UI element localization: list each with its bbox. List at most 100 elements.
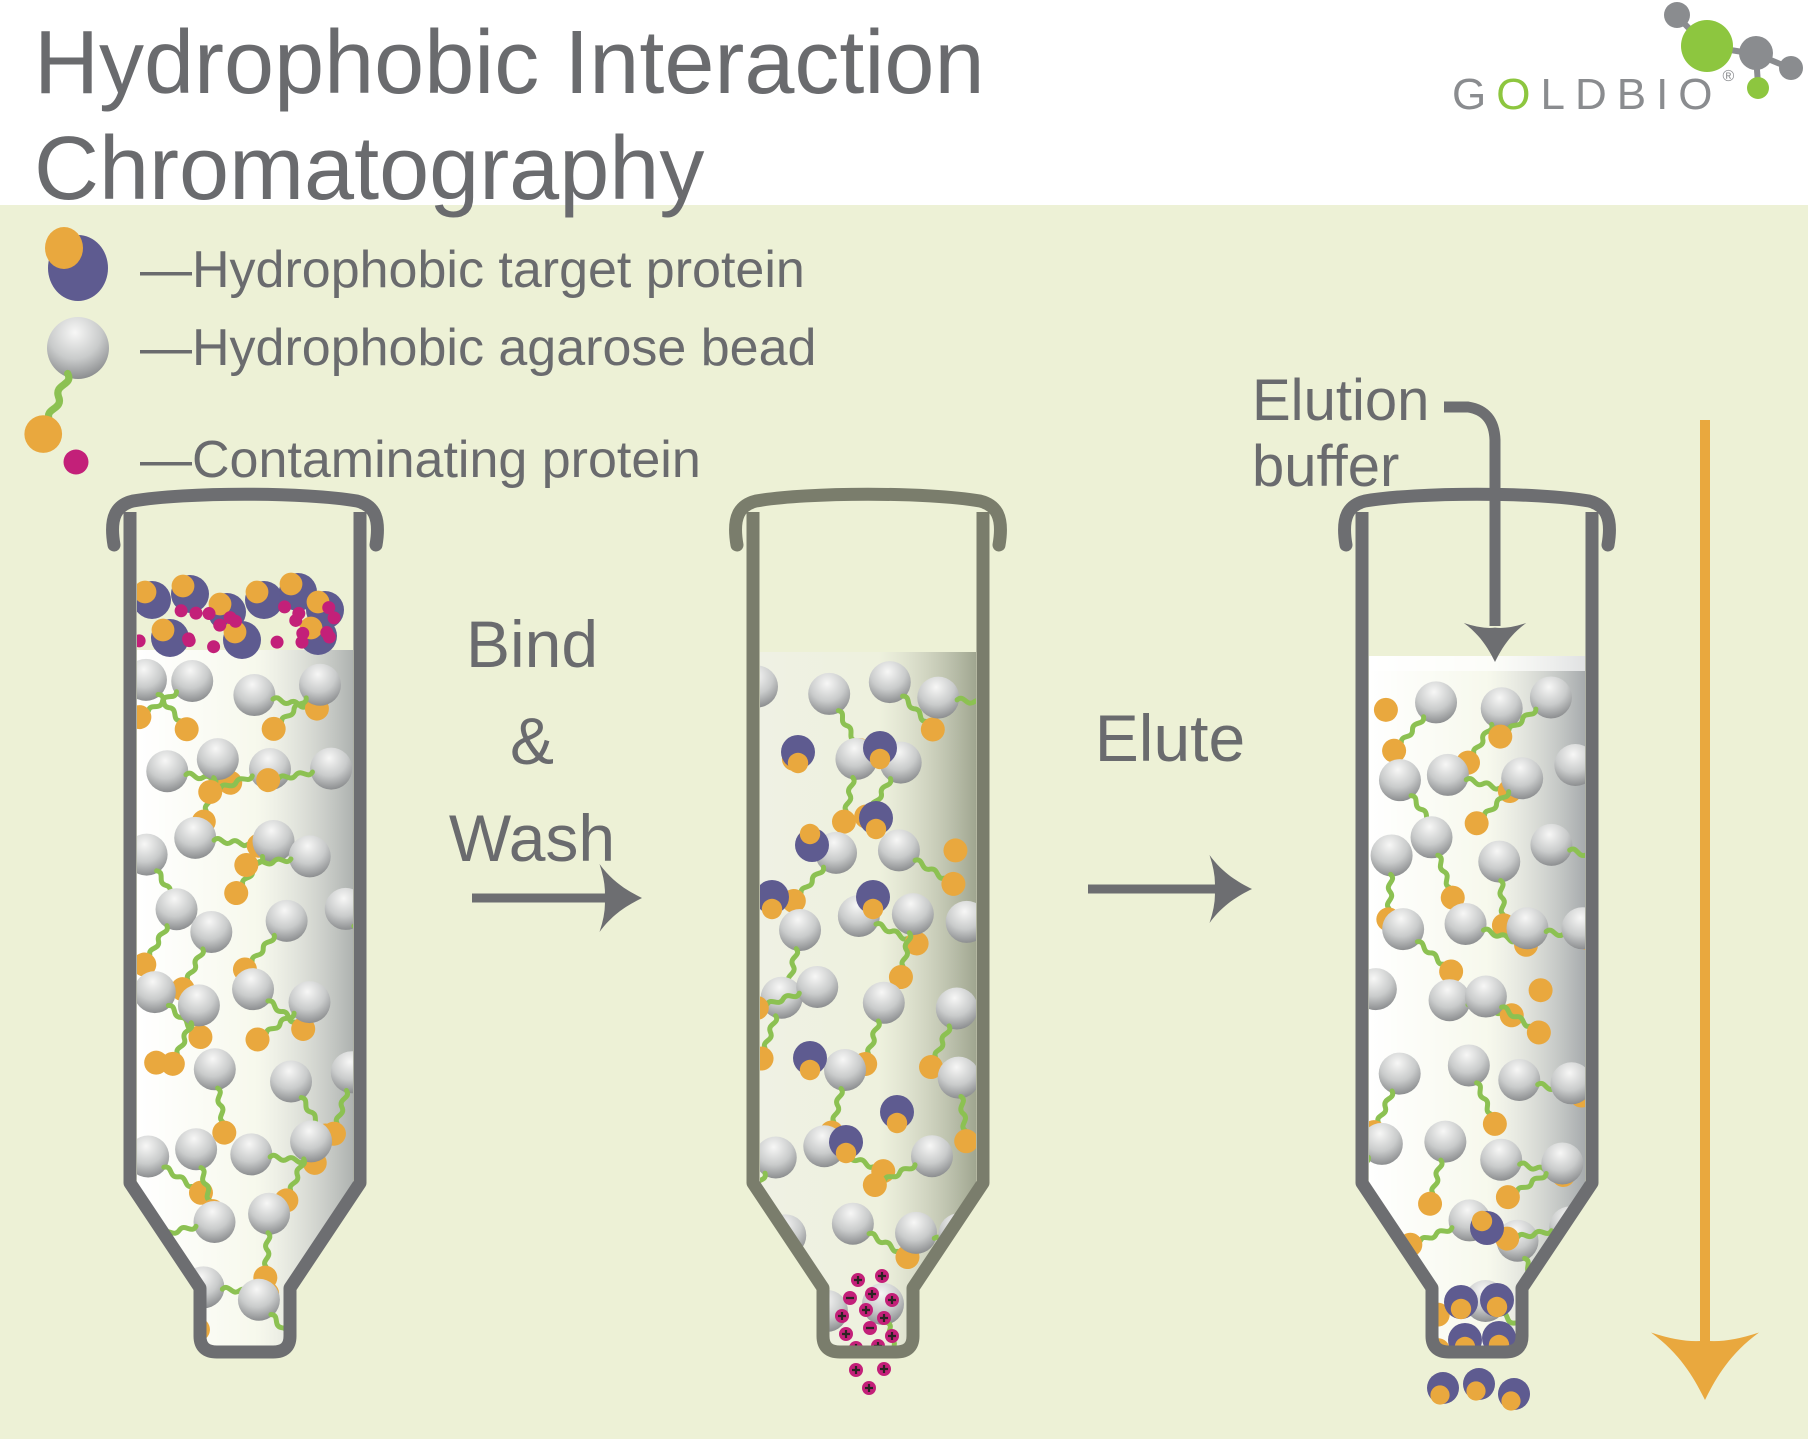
ligand-cap [760, 995, 769, 1020]
bead-ligand [760, 990, 802, 1020]
legend-label-contaminating-protein: —Contaminating protein [140, 431, 701, 489]
target-protein [1463, 1368, 1495, 1401]
contaminant-dot [137, 634, 146, 648]
agarose-bead [174, 816, 217, 859]
agarose-bead [1478, 840, 1521, 883]
logo-wordmark: GOLDBIO® [1452, 68, 1734, 120]
agarose-bead-icon [24, 317, 109, 453]
ligand-cap [1319, 1172, 1353, 1206]
bead-ligand [900, 693, 945, 742]
bead-ligand [947, 1250, 972, 1311]
contaminant-dot [859, 1303, 873, 1317]
arrowhead [1209, 855, 1252, 923]
agarose-bead [1529, 676, 1572, 719]
ligand-cap [364, 1300, 392, 1328]
agarose-bead [324, 887, 353, 930]
agarose-bead [193, 1048, 236, 1091]
contaminant-dot [885, 1329, 899, 1343]
agarose-bead [1424, 1120, 1467, 1163]
agarose-bead [270, 1060, 313, 1103]
contaminant-dot [229, 614, 243, 628]
agarose-bead [808, 672, 851, 715]
contaminant-dot [174, 604, 188, 618]
bead-ligand [918, 1023, 953, 1080]
agarose-bead [1378, 1052, 1421, 1095]
agarose-bead [760, 665, 779, 708]
ligand-cap [681, 693, 712, 724]
agarose-bead [190, 910, 233, 953]
ligand-cap [137, 952, 157, 977]
bead-ligand [681, 682, 743, 724]
contaminant-dot [202, 607, 216, 621]
contaminant-dot [296, 626, 310, 640]
target-protein [1498, 1378, 1530, 1411]
agarose-bead [1530, 823, 1573, 866]
agarose-bead [137, 971, 176, 1014]
registered-mark: ® [1722, 68, 1735, 85]
contaminant-dot [843, 1291, 857, 1305]
contaminant-dot [877, 1311, 891, 1325]
bead-ligand [198, 773, 255, 804]
agarose-bead [1369, 1294, 1405, 1337]
ligand-cap [831, 809, 856, 834]
bead-ligand [137, 923, 170, 977]
agarose-bead [330, 1051, 353, 1094]
contaminant-dot [885, 1293, 899, 1307]
ligand-cap [1307, 1009, 1340, 1042]
logo-letters: LDBIO [1540, 70, 1723, 119]
bead-ligand [760, 1170, 768, 1204]
column-outline [1355, 512, 1599, 1359]
agarose-bead [1480, 1138, 1523, 1181]
agarose-bead [177, 984, 220, 1027]
title-line-2: Chromatography [34, 119, 705, 219]
bead-ligand [330, 1300, 392, 1328]
ligand-cap [1418, 1191, 1443, 1216]
ligand-cap [1382, 738, 1407, 763]
target-protein-icon [45, 227, 108, 301]
bead-ligand [912, 857, 966, 896]
agarose-bead [1506, 907, 1549, 950]
free-ligand-dot [144, 1050, 169, 1075]
title-line-1: Hydrophobic Interaction [34, 13, 985, 113]
elution-buffer-label: Elution buffer [1252, 368, 1429, 500]
agarose-bead [248, 1192, 291, 1235]
agarose-bead [917, 676, 960, 719]
contaminant-dot [835, 1309, 849, 1323]
target-protein [1444, 1285, 1478, 1320]
agarose-bead [288, 981, 331, 1024]
ligand-cap [1599, 797, 1633, 831]
agarose-bead [760, 1273, 788, 1316]
agarose-bead [137, 833, 168, 876]
ligand-cap [1482, 1111, 1507, 1136]
ligand-cap [1605, 962, 1639, 996]
agarose-bead [910, 1135, 953, 1178]
bead-ligand [212, 1085, 237, 1145]
agarose-bead [831, 1202, 874, 1245]
agarose-bead [1410, 816, 1453, 859]
arrowhead [599, 864, 642, 932]
bind-wash-arrow [472, 864, 642, 932]
agarose-bead [233, 674, 276, 717]
bead-ligand [1554, 1320, 1585, 1348]
agarose-bead [868, 661, 911, 704]
contaminant-dot [322, 601, 336, 615]
bead-ligand [1499, 1004, 1551, 1045]
elute-label: Elute [1094, 701, 1246, 775]
bead-ligand [137, 689, 180, 730]
agarose-bead [891, 893, 934, 936]
bead-ligand [165, 1002, 213, 1050]
contaminant-dot [213, 618, 227, 632]
ligand-cap [137, 705, 152, 730]
contaminant-dot [865, 1287, 879, 1301]
agarose-bead [137, 1279, 162, 1322]
target-protein [781, 735, 815, 774]
ligand-cap [261, 716, 286, 741]
agarose-bead [1369, 1122, 1403, 1165]
column-contents [1307, 656, 1639, 1348]
agarose-bead [1501, 757, 1544, 800]
agarose-bead [290, 1120, 333, 1163]
agarose-bead [935, 987, 976, 1030]
contaminant-drips [849, 1362, 891, 1395]
contaminant-dot [849, 1341, 863, 1348]
